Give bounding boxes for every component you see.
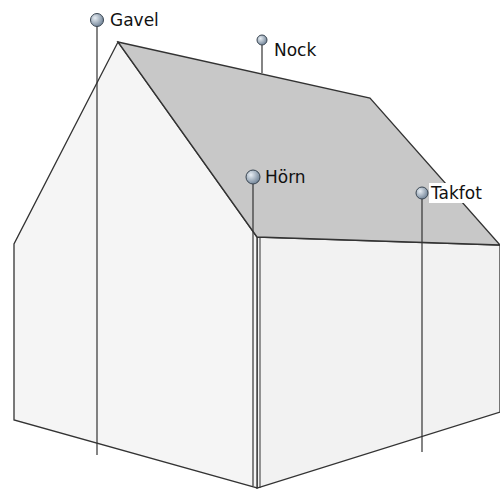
side-wall <box>257 237 500 488</box>
roof <box>118 42 500 245</box>
pin-head <box>416 187 428 199</box>
part-label: Gavel <box>108 10 161 30</box>
leader-line <box>421 199 422 452</box>
part-label: Nock <box>272 40 318 60</box>
part-label: Hörn <box>263 167 308 187</box>
pin-head <box>257 35 267 45</box>
corner-edge <box>260 237 261 488</box>
part-label: Takfot <box>429 183 484 203</box>
pin-head <box>246 170 260 184</box>
leader-line <box>96 26 97 455</box>
pin-head <box>91 14 104 27</box>
leader-line <box>252 184 253 486</box>
leader-line <box>261 45 262 73</box>
pin-heads <box>91 14 429 200</box>
pin-markers <box>97 26 422 486</box>
